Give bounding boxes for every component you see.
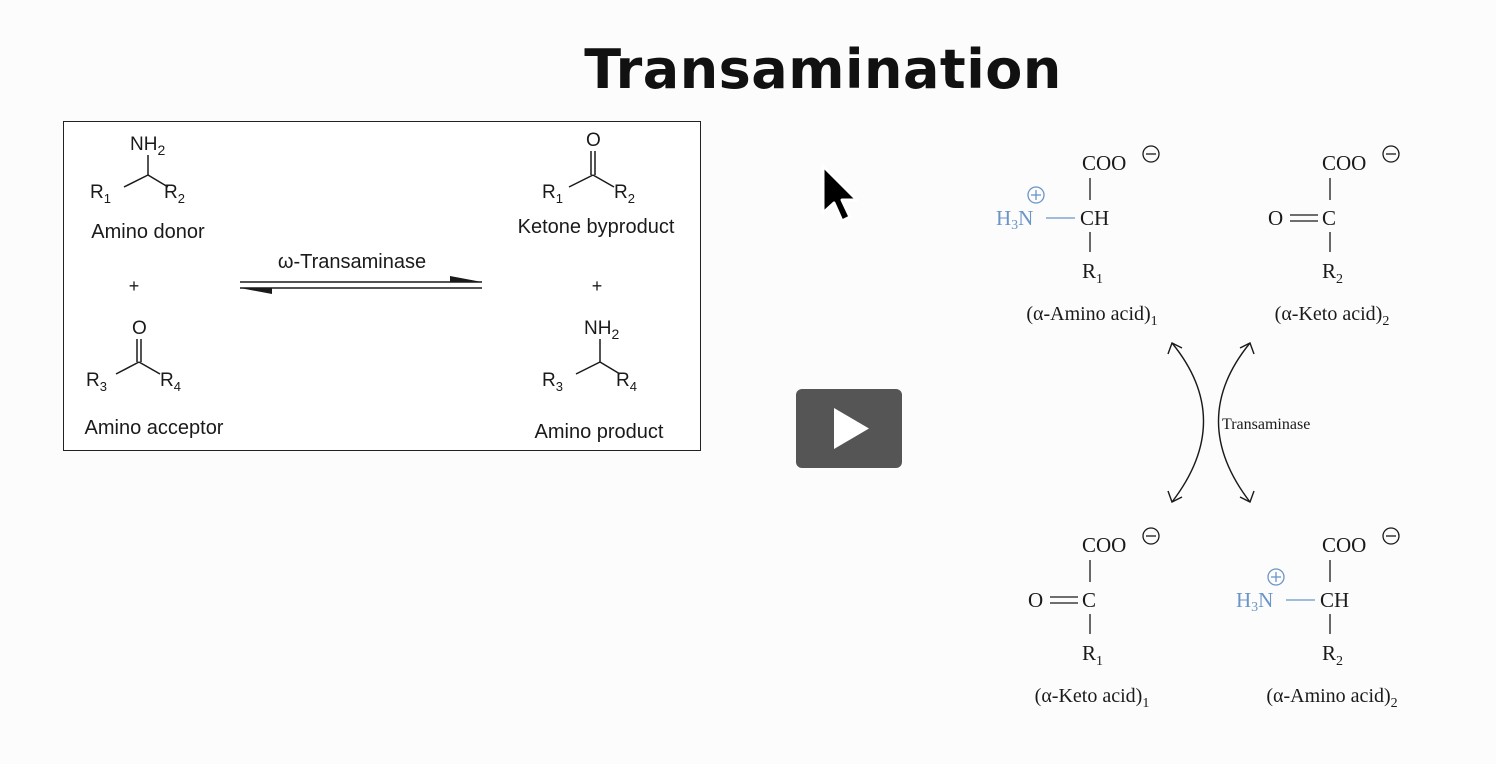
ketone-byproduct-r1: R1 — [542, 182, 563, 206]
amino-acceptor-structure: O R3 R4 Amino acceptor — [85, 318, 224, 439]
amino-acid-1-r1: R1 — [1082, 259, 1103, 287]
amino-donor-structure: NH2 R1 R2 Amino donor — [90, 134, 205, 243]
ketone-byproduct-structure: O R1 R2 Ketone byproduct — [518, 130, 675, 238]
ketone-byproduct-oxygen: O — [586, 130, 601, 151]
amino-acid-2-carboxylate: COO — [1322, 533, 1366, 557]
equilibrium-arrows: ω-Transaminase — [240, 251, 482, 294]
keto-acid-1-oxygen: O — [1028, 588, 1043, 612]
amino-acceptor-label: Amino acceptor — [85, 417, 224, 439]
amino-acid-2-ch: CH — [1320, 588, 1349, 612]
keto-acid-1-structure: COO O C R1 (α-Keto acid)1 — [1028, 527, 1160, 711]
amino-acid-1-ch: CH — [1080, 206, 1109, 230]
amino-product-structure: NH2 R3 R4 Amino product — [535, 318, 664, 443]
amino-acid-1-label: (α-Amino acid)1 — [1026, 303, 1157, 329]
plus-sign-left: + — [129, 276, 140, 296]
amino-acid-1-amine: H3N — [996, 206, 1033, 233]
left-scheme-svg: NH2 R1 R2 Amino donor + O R3 R4 Amino ac… — [85, 130, 675, 443]
keto-acid-2-carbon: C — [1322, 206, 1336, 230]
amino-acceptor-r4: R4 — [160, 370, 181, 394]
play-button[interactable] — [796, 389, 902, 468]
ketone-byproduct-r2: R2 — [614, 182, 635, 206]
amino-donor-r1: R1 — [90, 182, 111, 206]
transaminase-cycle-svg: COO H3N CH R1 (α-Amino acid)1 COO O C R2… — [996, 145, 1400, 711]
omega-transaminase-scheme: NH2 R1 R2 Amino donor + O R3 R4 Amino ac… — [63, 121, 701, 451]
amino-product-nh2: NH2 — [584, 318, 619, 342]
amino-acid-2-amine: H3N — [1236, 588, 1273, 615]
amino-donor-nh2: NH2 — [130, 134, 165, 158]
ketone-byproduct-label: Ketone byproduct — [518, 216, 675, 238]
amino-donor-label: Amino donor — [91, 221, 205, 243]
crossing-arrows — [1167, 342, 1255, 503]
keto-acid-1-carbon: C — [1082, 588, 1096, 612]
page-title: Transamination — [584, 38, 1062, 101]
amino-product-r4: R4 — [616, 370, 637, 394]
keto-acid-2-oxygen: O — [1268, 206, 1283, 230]
amino-product-label: Amino product — [535, 421, 664, 443]
keto-acid-2-r2: R2 — [1322, 259, 1343, 287]
amino-acid-2-r2: R2 — [1322, 641, 1343, 669]
amino-acid-1-carboxylate: COO — [1082, 151, 1126, 175]
amino-acceptor-oxygen: O — [132, 318, 147, 339]
keto-acid-1-label: (α-Keto acid)1 — [1035, 685, 1150, 711]
enzyme-label: ω-Transaminase — [278, 251, 426, 273]
mouse-pointer-icon — [821, 164, 859, 223]
amino-acceptor-r3: R3 — [86, 370, 107, 394]
keto-acid-1-r1: R1 — [1082, 641, 1103, 669]
transaminase-label: Transaminase — [1222, 416, 1310, 433]
amino-acid-2-structure: COO H3N CH R2 (α-Amino acid)2 — [1236, 527, 1400, 711]
keto-acid-1-carboxylate: COO — [1082, 533, 1126, 557]
plus-sign-right: + — [592, 276, 603, 296]
amino-product-r3: R3 — [542, 370, 563, 394]
amino-donor-r2: R2 — [164, 182, 185, 206]
keto-acid-2-label: (α-Keto acid)2 — [1275, 303, 1390, 329]
amino-acid-1-structure: COO H3N CH R1 (α-Amino acid)1 — [996, 145, 1160, 329]
play-icon — [834, 408, 869, 449]
amino-acid-2-label: (α-Amino acid)2 — [1266, 685, 1397, 711]
keto-acid-2-structure: COO O C R2 (α-Keto acid)2 — [1268, 145, 1400, 329]
keto-acid-2-carboxylate: COO — [1322, 151, 1366, 175]
